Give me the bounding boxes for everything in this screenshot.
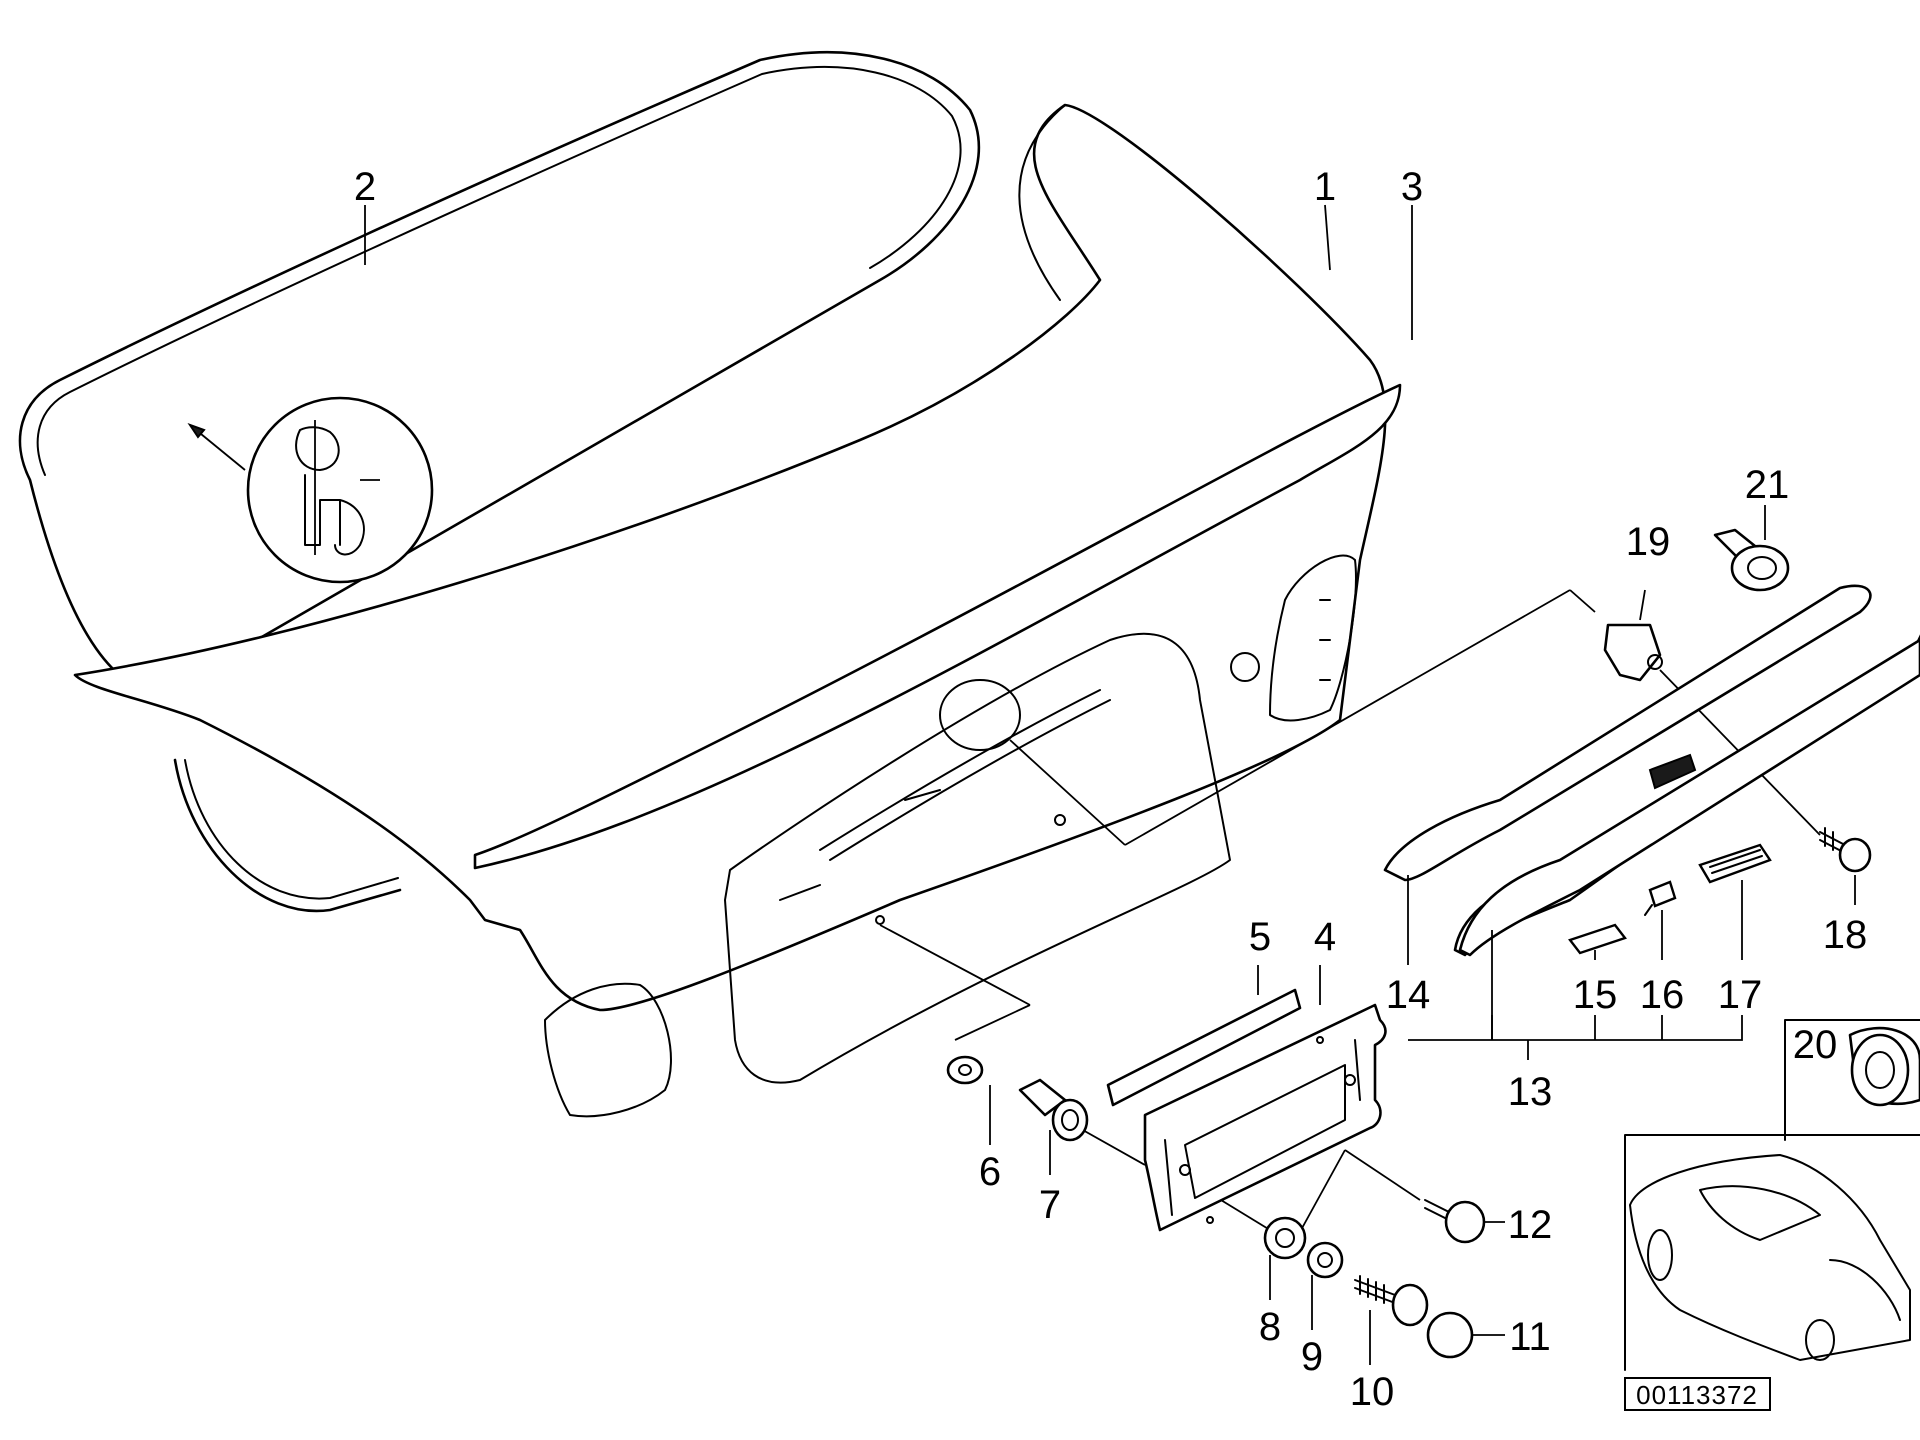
screw-18	[1819, 827, 1872, 873]
document-number: 00113372	[1624, 1377, 1771, 1411]
callout-4: 4	[1314, 915, 1336, 959]
insert-15	[1568, 923, 1627, 955]
washer-9	[1306, 1241, 1344, 1279]
washer-6	[946, 1055, 984, 1085]
callout-20: 20	[1793, 1023, 1838, 1067]
callout-7: 7	[1039, 1183, 1061, 1227]
callout-5: 5	[1249, 915, 1271, 959]
callout-11: 11	[1509, 1315, 1551, 1359]
handle-trim-assembly	[1383, 584, 1920, 957]
callout-18: 18	[1823, 913, 1868, 957]
callout-8: 8	[1259, 1305, 1281, 1349]
fasteners	[946, 528, 1872, 1359]
callout-3: 3	[1401, 165, 1423, 209]
screw-10	[1354, 1275, 1429, 1327]
seal-cross-section-detail	[246, 396, 434, 584]
callout-12: 12	[1508, 1203, 1553, 1247]
licence-plate-base	[1143, 1003, 1387, 1232]
callout-10: 10	[1350, 1370, 1395, 1414]
clip-19	[1603, 623, 1662, 682]
callout-9: 9	[1301, 1335, 1323, 1379]
cap-11	[1426, 1311, 1474, 1359]
trim-strip-14	[1383, 584, 1872, 882]
document-number-text: 00113372	[1636, 1380, 1758, 1410]
trunk-lid-seal	[18, 51, 981, 913]
tape-roll-20	[1784, 1019, 1920, 1141]
callout-14: 14	[1386, 973, 1431, 1017]
pad-17	[1698, 843, 1772, 884]
adhesive-strip	[1106, 988, 1302, 1107]
callout-16: 16	[1640, 973, 1685, 1017]
callout-labels: 1 2 3 4 5 6 7 8 9 10 11 12 13 14 15 16 1…	[354, 165, 1867, 1414]
callout-leaders	[364, 204, 1856, 1365]
callout-15: 15	[1573, 973, 1618, 1017]
callout-17: 17	[1718, 973, 1763, 1017]
expanding-rivet-21	[1713, 528, 1790, 592]
vehicle-location-inset	[1624, 1134, 1920, 1371]
callout-2: 2	[354, 165, 376, 209]
callout-13: 13	[1508, 1070, 1553, 1114]
nut-8	[1263, 1216, 1307, 1260]
callout-21: 21	[1745, 463, 1790, 507]
spring-clip-16	[1648, 880, 1677, 908]
callout-6: 6	[979, 1150, 1001, 1194]
callout-19: 19	[1626, 520, 1671, 564]
screw-12	[1424, 1199, 1486, 1244]
callout-1: 1	[1314, 165, 1336, 209]
